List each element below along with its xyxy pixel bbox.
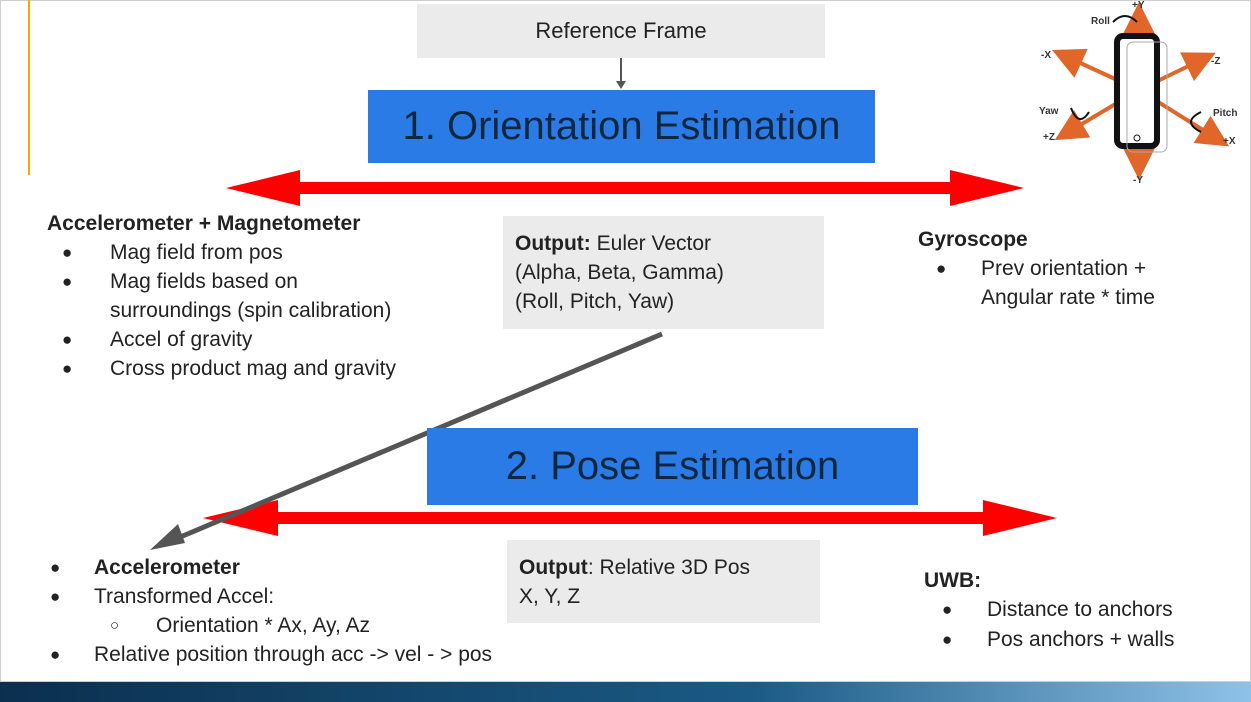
phone-ghost — [1126, 41, 1168, 153]
uwb-heading: UWB: — [924, 569, 982, 592]
minus-z-label: -Z — [1211, 56, 1221, 67]
accel-mag-item-2: Mag fields based on — [110, 270, 298, 293]
bullet-dot: ● — [50, 645, 61, 664]
reference-frame-box: Reference Frame — [417, 4, 825, 58]
uwb-item-1: Distance to anchors — [987, 598, 1173, 621]
accel-mag-item-1: Mag field from pos — [110, 241, 283, 264]
yaw-label: Yaw — [1039, 106, 1059, 117]
pitch-arc — [1190, 111, 1202, 133]
plus-z-label: +Z — [1043, 132, 1055, 143]
bullet-dot: ● — [942, 630, 953, 649]
minus-y-label: -Y — [1133, 175, 1143, 186]
bullet-dot: ● — [50, 558, 61, 577]
bullet-dot: ● — [50, 587, 61, 606]
output-value: Euler Vector — [590, 232, 712, 255]
bullet-dot: ● — [62, 359, 73, 378]
accel-mag-item-3: Accel of gravity — [110, 328, 253, 351]
double-arrow-pose — [203, 500, 1057, 536]
bullet-dot: ● — [62, 330, 73, 349]
bullet-dot: ● — [942, 600, 953, 619]
gyroscope-heading: Gyroscope — [918, 228, 1028, 251]
accelerometer-item-2: Transformed Accel: — [94, 585, 275, 608]
pose-title: 2. Pose Estimation — [427, 428, 918, 505]
phone-axes-illustration: +Y Roll -X -Z Yaw +Z Pitch +X -Y — [1033, 0, 1245, 190]
gyroscope-line-2: Angular rate * time — [981, 286, 1155, 309]
bullet-circle: ○ — [110, 617, 120, 634]
accel-mag-heading: Accelerometer + Magnetometer — [47, 212, 361, 235]
pitch-label: Pitch — [1213, 108, 1238, 119]
plus-y-label: +Y — [1132, 0, 1145, 11]
accel-mag-item-2-cont: surroundings (spin calibration) — [110, 299, 392, 322]
accent-line — [28, 0, 30, 175]
orientation-title: 1. Orientation Estimation — [368, 90, 875, 163]
ref-connector-head — [616, 81, 626, 89]
output-label: Output: — [515, 232, 591, 255]
gyroscope-line-1: Prev orientation + — [981, 257, 1147, 280]
accelerometer-heading: Accelerometer — [94, 556, 240, 579]
output-line-2: (Alpha, Beta, Gamma) — [515, 261, 724, 284]
roll-label: Roll — [1091, 16, 1110, 27]
output-value: : Relative 3D Pos — [587, 556, 751, 579]
phone-button — [1133, 134, 1141, 142]
connector-head — [150, 524, 185, 550]
uwb-item-2: Pos anchors + walls — [987, 628, 1175, 651]
accelerometer-item-3: Relative position through acc -> vel - >… — [94, 643, 493, 666]
roll-arc — [1112, 15, 1138, 23]
footer-bar — [0, 682, 1251, 702]
pos-output-box: Output: Relative 3D Pos X, Y, Z — [507, 540, 820, 623]
minus-x-label: -X — [1041, 50, 1051, 61]
output-line-3: (Roll, Pitch, Yaw) — [515, 290, 675, 313]
phone-axes-drawing — [1052, 2, 1230, 180]
bullet-dot: ● — [62, 272, 73, 291]
bullet-dot: ● — [62, 243, 73, 262]
accelerometer-sub-item: Orientation * Ax, Ay, Az — [156, 614, 371, 637]
euler-output-box: Output: Euler Vector (Alpha, Beta, Gamma… — [503, 216, 824, 329]
accel-mag-item-4: Cross product mag and gravity — [110, 357, 396, 380]
bullet-dot: ● — [936, 259, 947, 278]
euler-to-accel-connector — [177, 331, 663, 541]
output-label: Output — [519, 556, 588, 579]
double-arrow-orientation — [226, 170, 1024, 206]
plus-x-label: +X — [1223, 136, 1236, 147]
yaw-arc — [1070, 107, 1090, 120]
phone-body — [1114, 33, 1160, 149]
output-line-2: X, Y, Z — [519, 585, 581, 608]
